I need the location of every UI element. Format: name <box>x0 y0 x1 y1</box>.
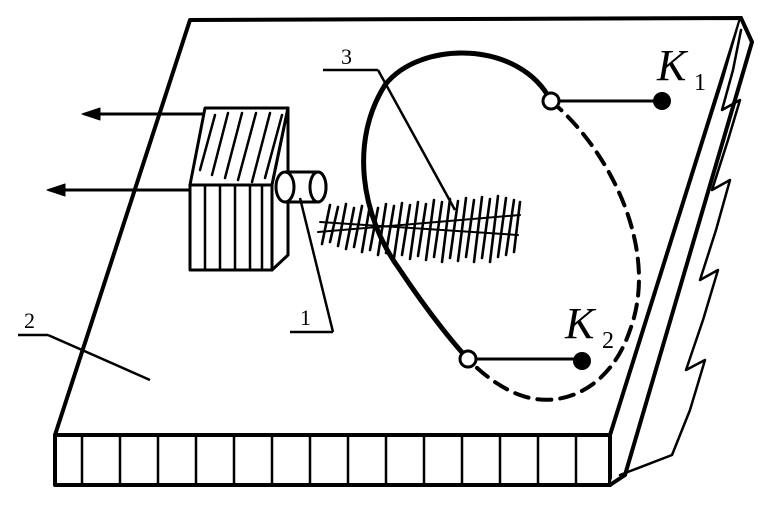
leader-1 <box>298 197 335 333</box>
arrow-lower-head <box>46 183 66 197</box>
board-right-zigzag <box>618 28 743 477</box>
label-part-2: 2 <box>24 308 35 333</box>
terminal-k2 <box>458 349 591 370</box>
block-hatch <box>198 111 284 272</box>
wire-dashed <box>466 99 641 402</box>
leader-3 <box>376 69 457 211</box>
magnet-block <box>46 106 290 272</box>
board-front-edge <box>53 433 612 487</box>
leader-2 <box>47 333 151 382</box>
terminal-k1 <box>541 91 671 111</box>
label-k2: K <box>564 299 597 348</box>
wire-loop-part-3 <box>361 50 641 402</box>
board-front-ticks <box>80 433 578 487</box>
label-part-1: 1 <box>300 305 311 330</box>
label-k1: K <box>656 41 689 90</box>
board-right-edge <box>608 16 754 487</box>
label-k2-sub: 2 <box>602 328 614 354</box>
k1-terminal-dot <box>653 92 671 110</box>
label-k1-sub: 1 <box>694 70 706 96</box>
block-front-face <box>188 183 274 272</box>
cylinder-part-1 <box>274 170 328 204</box>
cylinder-right-end <box>308 170 328 204</box>
label-part-3: 3 <box>341 44 352 69</box>
wire-solid <box>361 50 554 362</box>
k2-open-contact <box>458 349 478 369</box>
hatched-strip <box>317 194 522 264</box>
k1-open-contact <box>541 91 561 111</box>
cylinder-left-end <box>274 170 296 204</box>
leader-lines <box>18 68 457 382</box>
arrow-upper-head <box>81 107 101 121</box>
k2-terminal-dot <box>573 352 591 370</box>
